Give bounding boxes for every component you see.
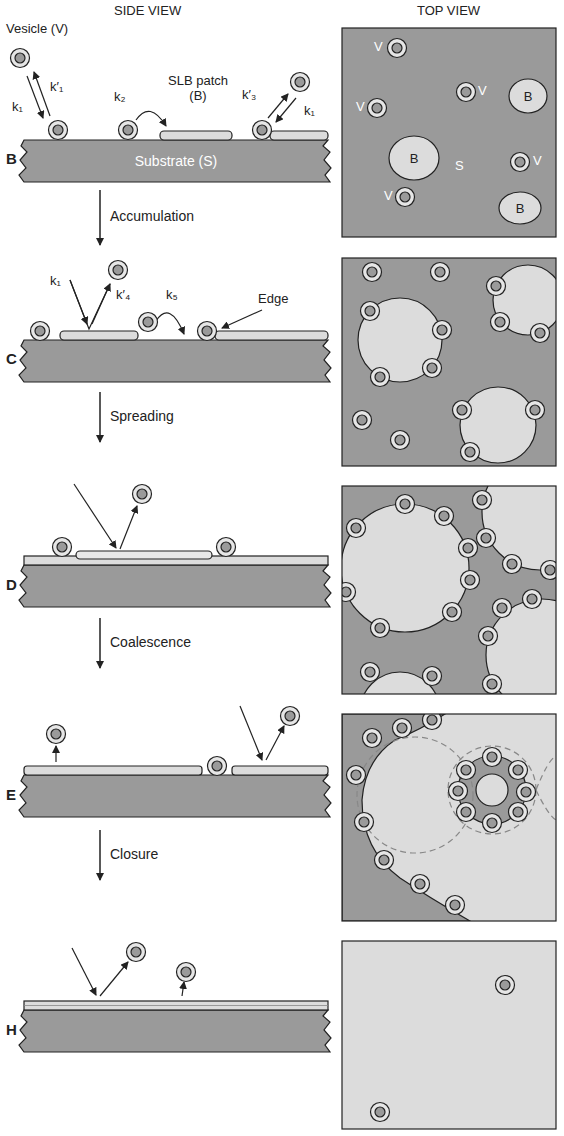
rate-constant: k₅ — [166, 288, 178, 303]
stage-name: Coalescence — [110, 634, 191, 650]
top-view-d — [342, 486, 556, 694]
view-heading: TOP VIEW — [417, 4, 480, 19]
top-view-panel: S B B B — [342, 28, 556, 237]
patch-label: B — [516, 201, 525, 216]
slb-patch: B — [508, 78, 548, 114]
side-view-c — [19, 261, 331, 383]
vesicle-label: V — [384, 189, 393, 204]
top-view-e — [342, 714, 556, 921]
vesicle-label: V — [533, 154, 542, 169]
stage-letter: E — [6, 786, 16, 803]
vesicle-label: V — [374, 40, 383, 55]
part-label: SLB patch (B) — [166, 74, 230, 104]
stage-name: Closure — [110, 846, 158, 862]
top-view-h — [342, 941, 556, 1129]
side-view-e — [19, 706, 331, 817]
substrate: Substrate (S) — [22, 140, 330, 182]
stage-letter: H — [6, 1021, 17, 1038]
substrate-label: Substrate (S) — [135, 153, 217, 169]
stage-name: Spreading — [110, 408, 174, 424]
stage-letter: C — [6, 350, 17, 367]
rate-constant: k₁ — [304, 104, 315, 119]
rate-constant: k₁ — [50, 274, 61, 289]
stage-name: Accumulation — [110, 208, 194, 224]
patch-label: B — [410, 151, 419, 166]
rate-constant: k′₁ — [50, 80, 63, 95]
panel-frame — [342, 486, 556, 694]
top-view-b — [342, 28, 556, 237]
stage-letter: D — [6, 576, 17, 593]
rate-constant: k₂ — [114, 90, 126, 105]
substrate-label: S — [455, 158, 464, 173]
vesicle-label: V — [478, 84, 487, 99]
part-label: Edge — [258, 292, 288, 307]
panel-frame — [342, 714, 556, 921]
top-view-c — [342, 258, 556, 466]
vesicle-label: V — [356, 100, 365, 115]
patch-label: B — [524, 89, 533, 104]
side-view-b — [11, 49, 332, 183]
slb-patch: B — [388, 135, 440, 181]
rate-constant: k′₃ — [242, 88, 256, 103]
view-heading: SIDE VIEW — [114, 4, 181, 19]
side-view-d — [19, 484, 331, 607]
panel-frame — [342, 258, 556, 466]
rate-constant: k₁ — [12, 100, 23, 115]
rate-constant: k′₄ — [116, 288, 130, 303]
part-label: Vesicle (V) — [6, 22, 68, 37]
stage-letter: B — [6, 150, 17, 167]
slb-patch: B — [498, 191, 542, 225]
side-view-h — [19, 943, 331, 1053]
